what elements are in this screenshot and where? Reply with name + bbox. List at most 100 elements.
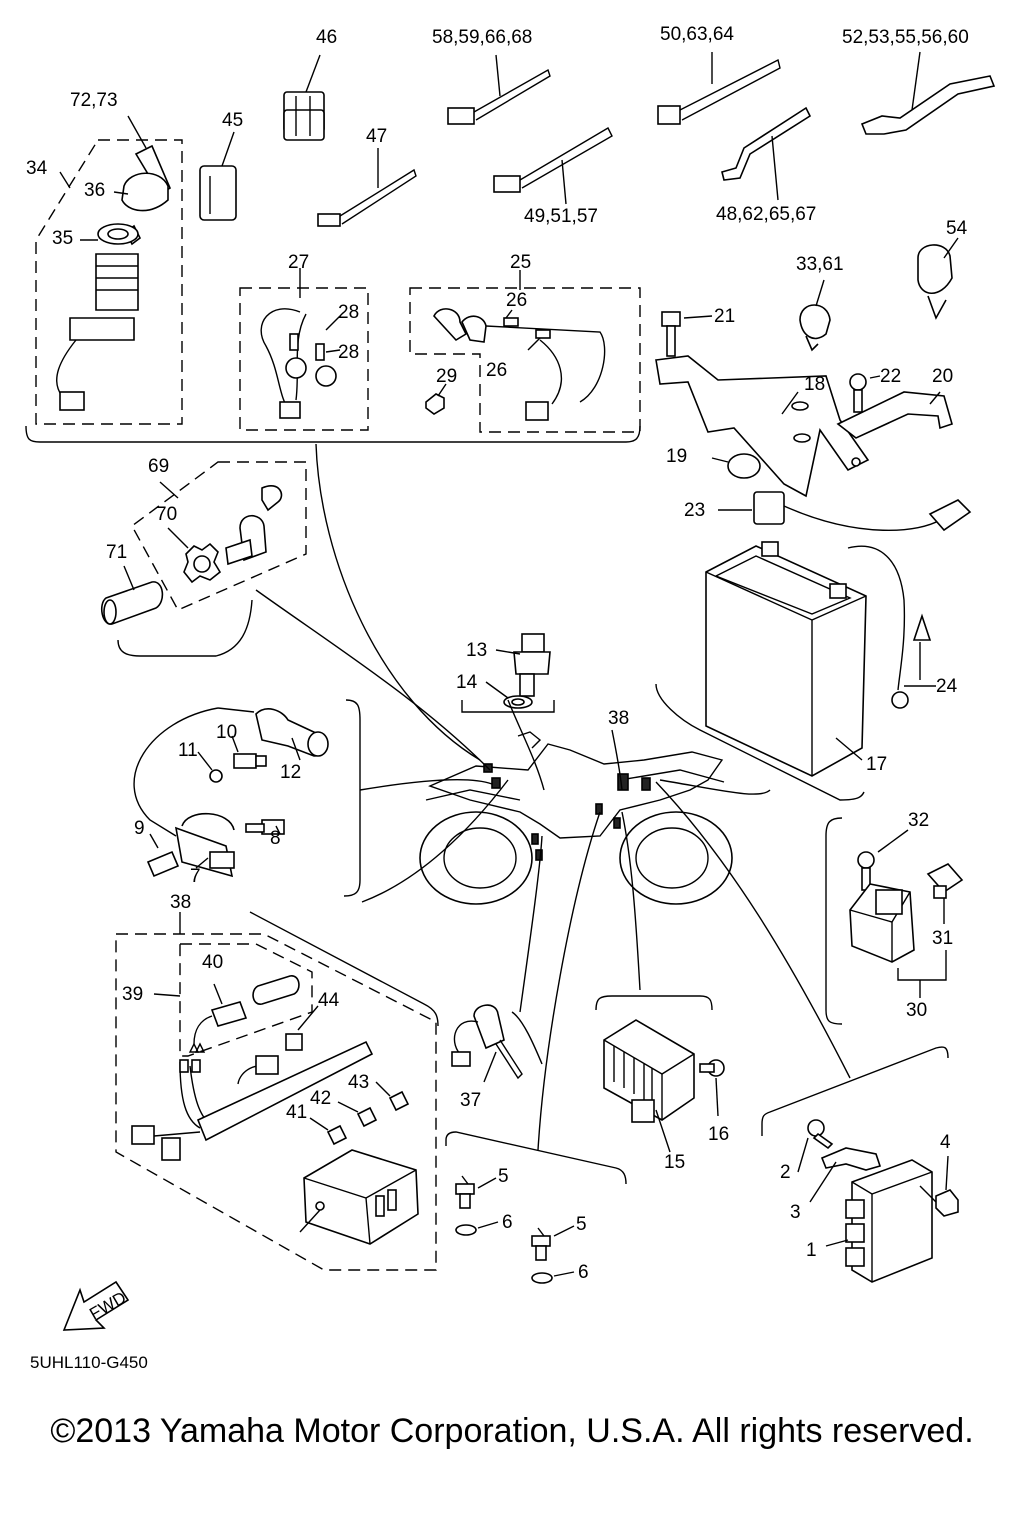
part-24-minus-lead [847, 545, 936, 709]
rectifier-bracket [595, 995, 713, 1011]
callout-label: 43 [348, 1072, 369, 1093]
lead-wire-group-25 [409, 270, 641, 433]
callout-label: 6 [502, 1212, 513, 1233]
callout-label: 38 [608, 708, 629, 729]
accessory-socket-group [100, 461, 307, 625]
callout-label: 6 [578, 1262, 589, 1283]
coil-group-bracket [343, 699, 361, 897]
callout-label: 8 [270, 828, 281, 849]
callout-label: 28 [338, 302, 359, 323]
callout-label: 24 [936, 676, 958, 697]
callout-label: 14 [456, 672, 478, 693]
callout-label: 30 [906, 1000, 927, 1021]
callout-label: 21 [714, 306, 735, 327]
leader-lines [255, 443, 851, 1151]
callout-label: 26 [486, 360, 507, 381]
callout-label: 5 [498, 1166, 509, 1187]
cdi-unit-group [797, 1119, 959, 1283]
callout-label: 46 [316, 27, 337, 48]
callout-label: 69 [148, 456, 169, 477]
callout-label: 13 [466, 640, 487, 661]
callout-label: 50,63,64 [660, 24, 734, 45]
callout-labels: 46 58,59,66,68 50,63,64 52,53,55,56,60 7… [26, 24, 969, 1283]
callout-label: 7 [190, 866, 201, 887]
part-23-battery-cable [718, 491, 972, 532]
copyright-notice: ©2013 Yamaha Motor Corporation, U.S.A. A… [50, 1412, 974, 1450]
callout-label: 10 [216, 722, 237, 743]
main-switch-group [35, 115, 183, 425]
callout-label: 20 [932, 366, 953, 387]
callout-label: 72,73 [70, 90, 118, 111]
part-49-cable-tie [493, 127, 613, 205]
callout-label: 26 [506, 290, 527, 311]
callout-label: 4 [940, 1132, 951, 1153]
fuse-group-bracket [249, 911, 439, 1027]
cdi-group-bracket [761, 1046, 949, 1136]
callout-label: 29 [436, 366, 457, 387]
fwd-arrow-icon: FWD [62, 1280, 129, 1331]
callout-label: 11 [178, 740, 198, 761]
part-48-cable-tie [721, 106, 812, 201]
callout-label: 39 [122, 984, 143, 1005]
part-15-rectifier-regulator [603, 1019, 695, 1153]
callout-label: 2 [780, 1162, 791, 1183]
callout-label: 41 [286, 1102, 307, 1123]
bolt-group-bracket [445, 1131, 627, 1185]
group-bracket-top [25, 425, 641, 443]
callout-label: 40 [202, 952, 223, 973]
part-50-cable-tie [657, 52, 781, 125]
part-45-connector [199, 131, 237, 221]
part-37-switch [451, 1004, 523, 1083]
callout-label: 58,59,66,68 [432, 27, 532, 48]
callout-label: 54 [946, 218, 968, 239]
starter-relay-group [849, 829, 964, 998]
callout-label: 28 [338, 342, 359, 363]
socket-group-bracket [117, 599, 253, 657]
callout-label: 23 [684, 500, 705, 521]
callout-label: 45 [222, 110, 243, 131]
callout-label: 52,53,55,56,60 [842, 27, 969, 48]
callout-label: 38 [170, 892, 191, 913]
battery-group-bracket [655, 683, 865, 801]
callout-label: 35 [52, 228, 73, 249]
callout-label: 49,51,57 [524, 206, 598, 227]
part-20-holder [836, 391, 953, 439]
callout-label: 32 [908, 810, 929, 831]
callout-label: 16 [708, 1124, 729, 1145]
wire-harness-fuse-group [115, 912, 437, 1271]
part-29-plug [425, 383, 447, 415]
part-46-connector [283, 54, 325, 141]
callout-label: 33,61 [796, 254, 844, 275]
switch-bracket [511, 1011, 543, 1065]
callout-label: 70 [156, 504, 177, 525]
part-54-clamp [917, 237, 959, 320]
part-13-thermo-switch [485, 633, 551, 709]
callout-label: 31 [932, 928, 953, 949]
part-22-screw [849, 373, 881, 413]
lead-wire-group-27 [239, 268, 369, 431]
callout-label: 37 [460, 1090, 481, 1111]
callout-label: 18 [804, 374, 825, 395]
callout-label: 1 [806, 1240, 817, 1261]
callout-label: 48,62,65,67 [716, 204, 816, 225]
callout-label: 22 [880, 366, 901, 387]
callout-label: 17 [866, 754, 887, 775]
part-5-6-bolts [455, 1175, 575, 1284]
callout-label: 34 [26, 158, 48, 179]
callout-label: 71 [106, 542, 127, 563]
callout-label: 9 [134, 818, 145, 839]
sensor-bracket [461, 700, 555, 713]
part-58-cable-tie [447, 54, 551, 125]
callout-label: 27 [288, 252, 309, 273]
part-52-clamp-band [860, 51, 996, 135]
callout-label: 44 [318, 990, 340, 1011]
ignition-coil-group [133, 707, 329, 878]
part-18-battery-bracket [655, 355, 870, 498]
relay-group-bracket [825, 817, 843, 1025]
callout-label: 47 [366, 126, 387, 147]
part-21-bolt [661, 311, 713, 357]
part-33-clamp [799, 279, 831, 352]
atv-vehicle-silhouette [419, 731, 733, 905]
callout-label: 36 [84, 180, 105, 201]
